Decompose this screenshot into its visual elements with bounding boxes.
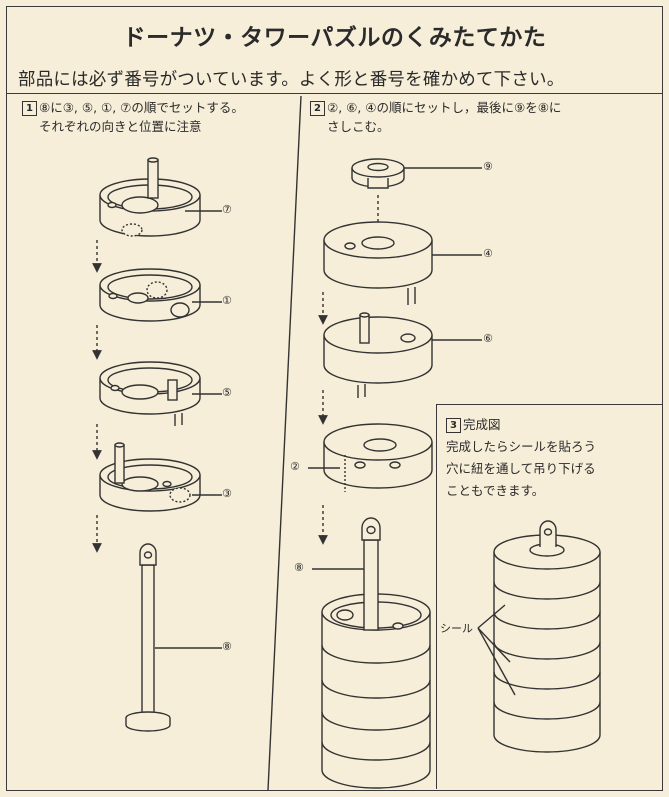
step2-line1: ②, ⑥, ④の順にセットし，最後に⑨を⑧に [327,100,562,115]
page-title: ドーナツ・タワーパズルのくみたてかた [122,25,547,51]
part-6-ring [323,312,433,398]
part-7-ring [99,157,201,237]
part-3-ring [99,442,201,512]
part-8-shaft [125,543,171,732]
part-label-3: ③ [222,487,232,500]
step3-heading: 完成図 [463,417,501,432]
part-label-1: ① [222,294,232,307]
part-9-cap [351,158,405,189]
step3-line2: 穴に紐を通して吊り下げる [446,461,596,476]
part-label-2: ② [290,460,300,473]
part-label-6: ⑥ [483,332,493,345]
seal-label: シール [440,622,473,635]
step2-number: 2 [310,101,325,116]
part-label-8b: ⑧ [294,561,304,574]
step1-line1: ⑧に③, ⑤, ①, ⑦の順でセットする。 [39,100,244,115]
part-1-ring [99,268,201,322]
step2-line2: さしこむ。 [327,119,390,134]
partial-stack [321,517,431,789]
part-label-9: ⑨ [483,160,493,173]
finished-tower [477,520,601,753]
page-frame [6,6,663,791]
step1-number: 1 [22,101,37,116]
page-subtitle: 部品には必ず番号がついています。よく形と番号を確かめて下さい。 [18,70,565,90]
step3-line3: こともできます。 [446,483,545,498]
step3-number: 3 [446,418,461,433]
part-label-7: ⑦ [222,203,232,216]
header-divider [6,93,663,94]
part-4-ring [323,221,433,305]
part-2-ring [323,423,433,492]
step3-line1: 完成したらシールを貼ろう [446,439,597,454]
step3-panel [436,404,662,789]
part-label-8: ⑧ [222,640,232,653]
part-label-5: ⑤ [222,386,232,399]
column-divider [267,95,302,791]
part-label-4: ④ [483,247,493,260]
step1-line2: それぞれの向きと位置に注意 [39,119,202,134]
part-5-ring [99,361,201,426]
